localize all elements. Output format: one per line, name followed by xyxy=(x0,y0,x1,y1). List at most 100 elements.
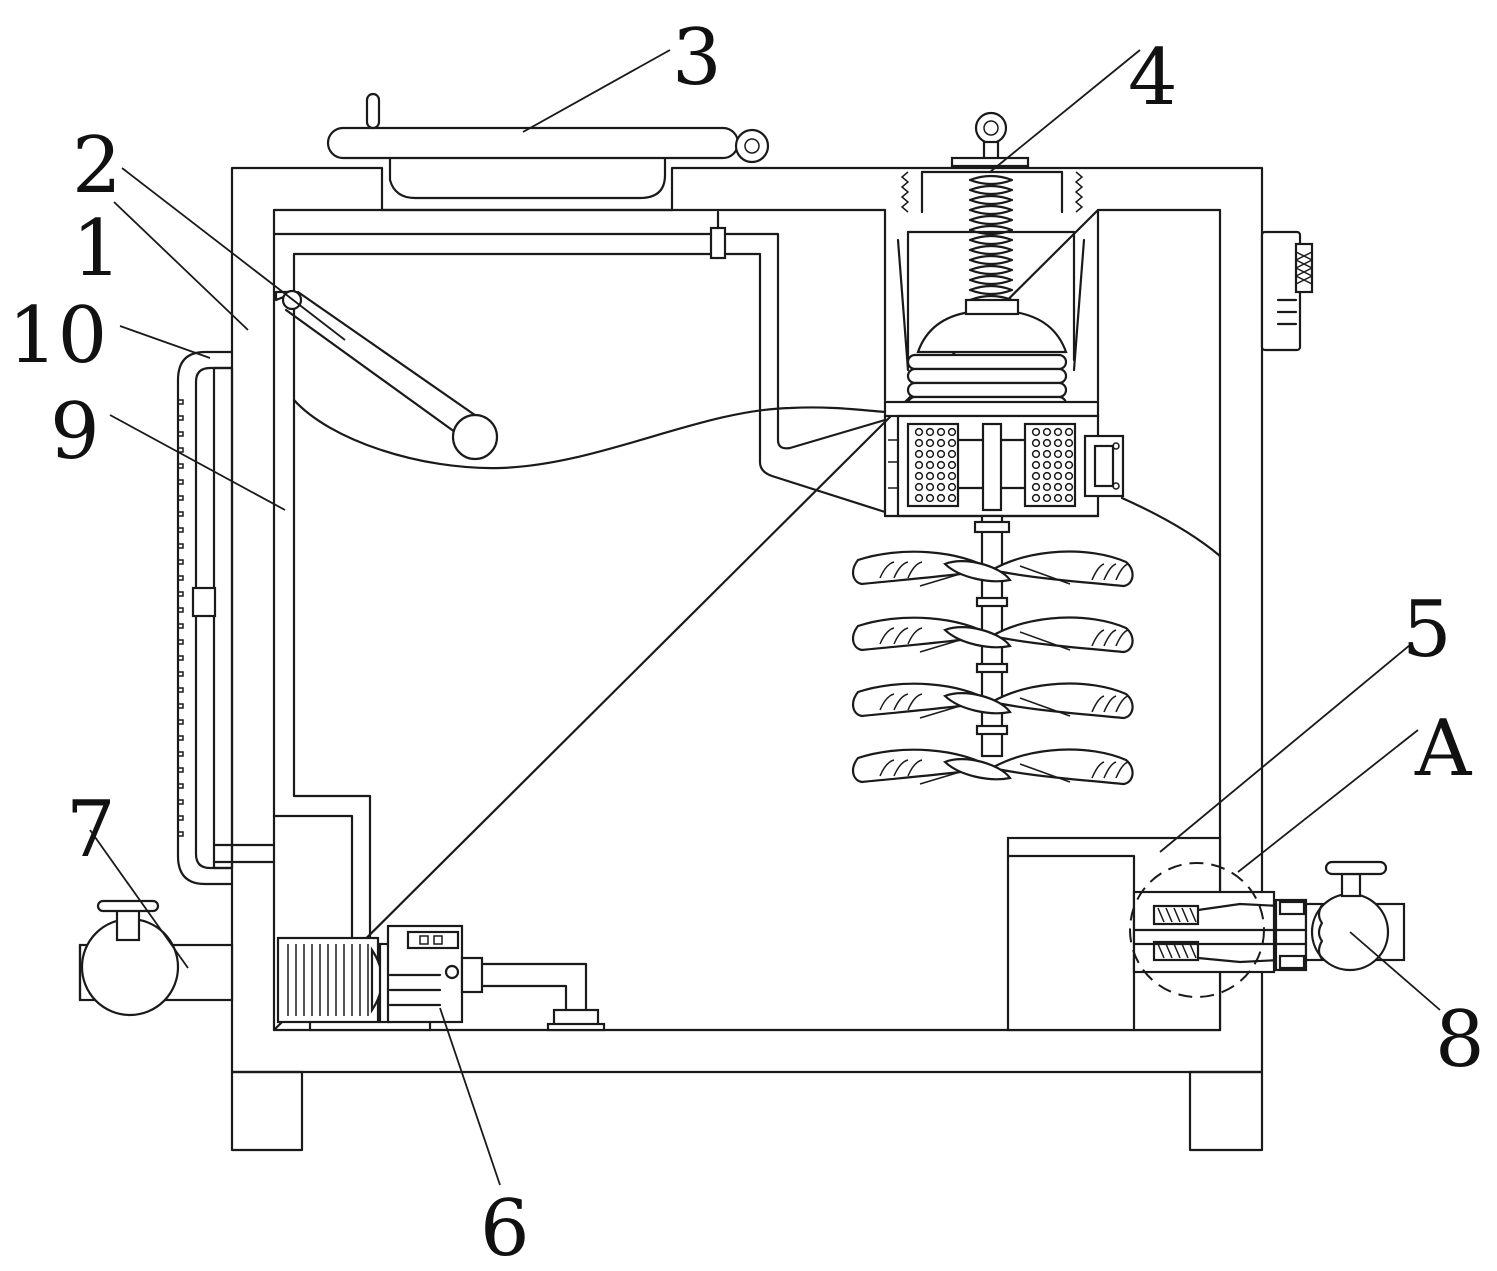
spring-coil xyxy=(968,184,1014,196)
spring-coil xyxy=(968,244,1014,256)
gauge-tick xyxy=(177,415,184,421)
vent-hole xyxy=(1064,493,1074,503)
vent-hole xyxy=(914,493,924,503)
vent-hole xyxy=(1064,427,1074,437)
float-arm xyxy=(274,289,499,461)
gauge-tick xyxy=(177,671,184,677)
gauge-tick xyxy=(177,735,184,741)
vent-hole xyxy=(914,438,924,448)
vent-hole xyxy=(947,460,957,470)
label-6: 6 xyxy=(480,1184,530,1271)
vent-hole xyxy=(936,438,946,448)
spring-coil xyxy=(968,234,1014,246)
pump xyxy=(276,924,606,1032)
spring-coil xyxy=(968,224,1014,236)
gauge-tick xyxy=(177,831,184,837)
vent-hole xyxy=(936,460,946,470)
vent-hole xyxy=(1064,471,1074,481)
vent-hole xyxy=(1031,460,1041,470)
vent-hole xyxy=(925,438,935,448)
label-9: 9 xyxy=(50,387,100,477)
gauge-tick xyxy=(177,431,184,437)
vent-hole xyxy=(1053,438,1063,448)
label-4: 4 xyxy=(1128,33,1178,123)
outlet-valve-right xyxy=(1304,860,1406,972)
vent-hole xyxy=(947,493,957,503)
vent-hole xyxy=(925,449,935,459)
gauge-tick xyxy=(177,687,184,693)
reference-numerals: 3 4 2 1 10 9 7 5 A 8 6 xyxy=(8,13,1485,1271)
gauge-tick xyxy=(177,783,184,789)
spring-coil xyxy=(968,204,1014,216)
spring-coil xyxy=(968,214,1014,226)
vent-hole xyxy=(1042,449,1052,459)
vent-hole xyxy=(925,493,935,503)
vent-hole xyxy=(1031,438,1041,448)
gauge-tick xyxy=(177,655,184,661)
level-gauge xyxy=(176,350,276,886)
gauge-tick xyxy=(177,447,184,453)
stirring-blade-row xyxy=(852,682,1134,720)
gauge-tick xyxy=(177,543,184,549)
vent-hole xyxy=(925,471,935,481)
vent-hole xyxy=(1053,427,1063,437)
gauge-tick xyxy=(177,527,184,533)
stirring-unit xyxy=(852,111,1134,786)
vent-hole xyxy=(1042,471,1052,481)
vent-hole xyxy=(1031,482,1041,492)
vent-hole xyxy=(1042,460,1052,470)
vent-hole xyxy=(1031,449,1041,459)
tank-legs xyxy=(230,1070,1264,1152)
spring-coil xyxy=(968,284,1014,296)
gauge-tick xyxy=(177,751,184,757)
vent-hole xyxy=(1042,427,1052,437)
outlet-assembly xyxy=(1129,862,1308,998)
spring-coil xyxy=(968,254,1014,266)
gauge-tick xyxy=(177,399,184,405)
vent-hole xyxy=(1042,493,1052,503)
vent-hole xyxy=(947,471,957,481)
gauge-tick xyxy=(177,607,184,613)
vent-hole xyxy=(947,427,957,437)
vent-hole xyxy=(925,482,935,492)
vent-hole xyxy=(947,449,957,459)
gauge-tick xyxy=(177,639,184,645)
vent-hole xyxy=(947,482,957,492)
gauge-tick xyxy=(177,479,184,485)
vent-hole xyxy=(1042,482,1052,492)
vent-hole xyxy=(925,427,935,437)
outlet-valve-left xyxy=(78,899,234,1017)
vent-hole xyxy=(947,438,957,448)
vent-hole xyxy=(1053,460,1063,470)
liquid-surface-right xyxy=(1120,496,1222,558)
gauge-tick xyxy=(177,591,184,597)
label-A: A xyxy=(1414,704,1473,794)
lid-handle xyxy=(326,92,770,200)
label-1: 1 xyxy=(72,204,122,294)
vent-hole xyxy=(914,460,924,470)
vent-hole xyxy=(1042,438,1052,448)
vent-hole xyxy=(914,427,924,437)
gauge-tick xyxy=(177,767,184,773)
filter-box xyxy=(1006,836,1222,1032)
gauge-tick xyxy=(177,799,184,805)
vent-hole xyxy=(1053,493,1063,503)
gauge-tick xyxy=(177,559,184,565)
vent-hole xyxy=(1031,471,1041,481)
control-box xyxy=(1260,230,1314,352)
label-3: 3 xyxy=(672,13,722,103)
vent-hole xyxy=(1064,449,1074,459)
vent-hole xyxy=(1031,493,1041,503)
vent-hole xyxy=(936,482,946,492)
vent-hole xyxy=(1064,438,1074,448)
gauge-tick xyxy=(177,463,184,469)
gauge-tick xyxy=(177,815,184,821)
vent-hole xyxy=(1053,482,1063,492)
stirring-blade-row xyxy=(852,550,1134,588)
vent-hole xyxy=(1031,427,1041,437)
gauge-tick xyxy=(177,719,184,725)
label-8: 8 xyxy=(1435,995,1485,1085)
gauge-tick xyxy=(177,703,184,709)
gauge-tick xyxy=(177,575,184,581)
